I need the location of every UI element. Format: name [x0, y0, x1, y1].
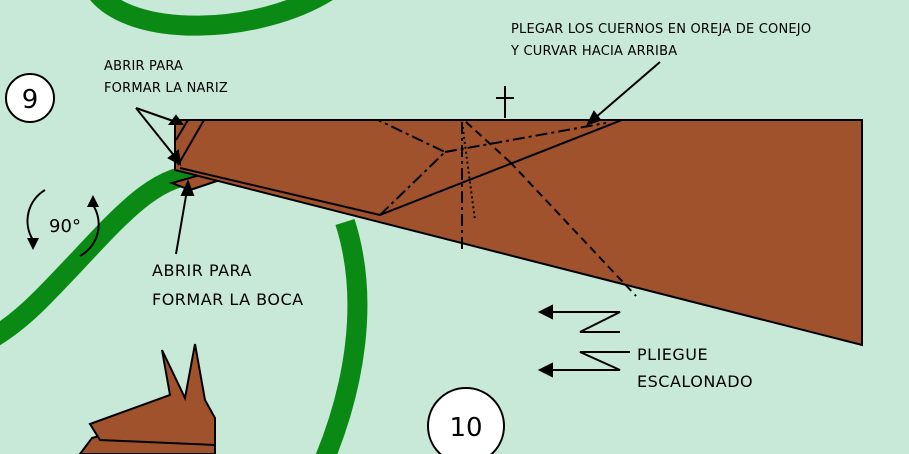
mountain-folds	[377, 119, 607, 250]
folded-model	[168, 119, 863, 347]
step-9-label: 9	[22, 85, 39, 115]
mouth-arrow	[175, 179, 195, 255]
ribbon-top	[90, 0, 333, 36]
mountain-fold-1	[377, 119, 447, 216]
mountain-fold-2	[444, 122, 607, 153]
pleat-note-line-1: PLIEGUE	[637, 345, 708, 364]
hidden-edge	[461, 121, 476, 221]
rotation-label: 90°	[49, 216, 81, 237]
ribbon-left	[0, 164, 206, 346]
nose-arrows	[135, 107, 184, 166]
finished-head-preview	[78, 343, 216, 454]
mouth-note-line-2: FORMAR LA BOCA	[152, 290, 304, 309]
step-10-label: 10	[449, 413, 482, 443]
horns-note-line-1: PLEGAR LOS CUERNOS EN OREJA DE CONEJO	[511, 22, 811, 37]
horns-arrow	[586, 61, 661, 126]
ribbon-right	[315, 218, 368, 454]
green-ribbons	[0, 0, 368, 454]
pleat-arrow-icon	[537, 304, 630, 378]
mouth-note-line-1: ABRIR PARA	[152, 261, 252, 280]
preview-head	[88, 343, 216, 447]
rotate-arrows-icon	[26, 189, 100, 257]
pleat-note-line-2: ESCALONADO	[637, 372, 753, 391]
valley-fold	[509, 161, 637, 297]
nose-crease	[175, 119, 189, 141]
fold-marker-plus-icon	[496, 86, 514, 118]
nose-note-line-2: FORMAR LA NARIZ	[104, 81, 228, 96]
horns-note-line-2: Y CURVAR HACIA ARRIBA	[510, 44, 677, 59]
paper-main-body	[174, 119, 863, 347]
valley-fold-short	[465, 121, 511, 163]
nose-note-line-1: ABRIR PARA	[104, 59, 183, 74]
horn-fold-line	[379, 119, 623, 216]
nose-fold-line	[177, 119, 205, 166]
step-10-marker: 10	[427, 387, 505, 454]
step-9-marker: 9	[5, 73, 55, 123]
head-edge-lower	[179, 167, 381, 216]
